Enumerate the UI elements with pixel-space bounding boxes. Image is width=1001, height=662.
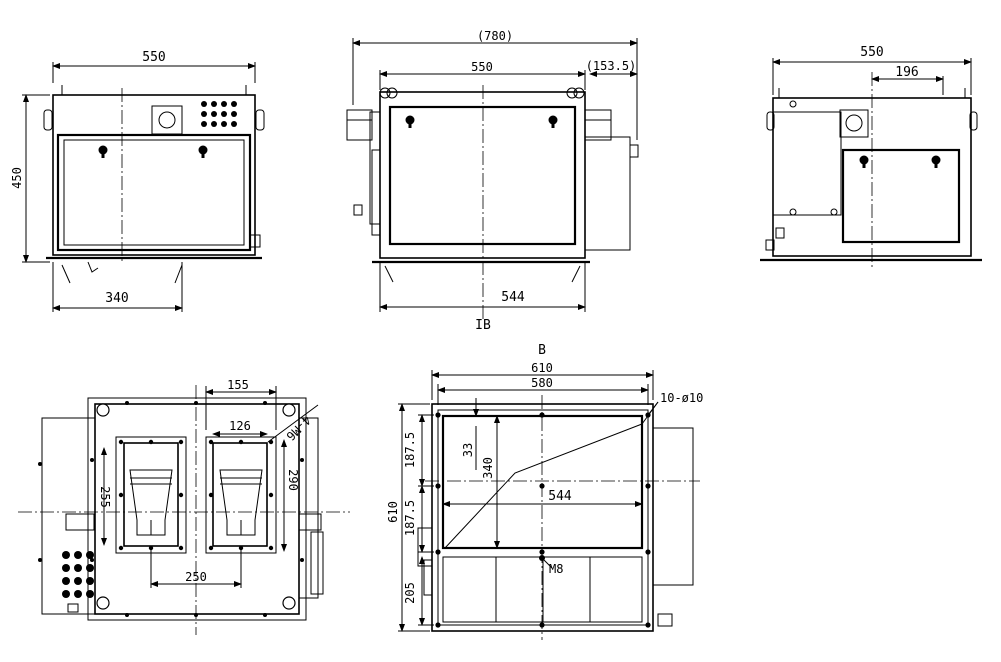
front-width-dim: 550 [142, 50, 165, 65]
bottom-view: 155 126 255 290 250 4-M6 [18, 378, 350, 635]
inner-340-dim: 340 [481, 457, 495, 479]
top-inner-width-dim: 580 [531, 376, 553, 390]
top-outer-width-dim: 610 [531, 361, 553, 375]
port-height-right-dim: 290 [286, 469, 300, 491]
side-right-ext-dim: (153.5) [586, 59, 637, 73]
side-inner-dim: 550 [471, 60, 493, 74]
front-bottom-dim: 340 [105, 291, 128, 306]
rear-offset-dim: 196 [895, 65, 918, 80]
lower-height-dim: 205 [403, 582, 417, 604]
top-mounting-holes [435, 412, 651, 628]
rear-view: 550 196 [760, 45, 982, 268]
port-spacing-dim: 250 [185, 570, 207, 584]
rear-width-dim: 550 [860, 45, 883, 60]
inner-544-dim: 544 [548, 489, 572, 504]
offset-33-dim: 33 [461, 443, 475, 457]
view-label-b: B [538, 343, 546, 358]
left-upper-dim: 187.5 [403, 432, 417, 468]
front-view: 550 450 340 [10, 50, 265, 312]
top-view-b: B 610 [386, 343, 703, 640]
hole-callout: 10-ø10 [660, 391, 703, 405]
side-bottom-dim: 544 [501, 290, 525, 305]
bolt-callout: M8 [549, 562, 563, 576]
side-view: (780) 550 (153.5) 544 IB [346, 29, 639, 333]
port-mounting-holes [118, 439, 274, 551]
left-lower-dim: 187.5 [403, 500, 417, 536]
side-overall-dim: (780) [477, 29, 513, 43]
bottom-connector-holes [62, 551, 94, 598]
front-height-dim: 450 [10, 167, 24, 189]
connector-holes [201, 101, 237, 127]
bottom-spacing-dim: 155 [227, 378, 249, 392]
port-height-left-dim: 255 [98, 486, 112, 508]
port-width-dim: 126 [229, 419, 251, 433]
top-height-dim: 610 [386, 501, 400, 523]
flange-holes [38, 401, 304, 617]
section-label-ib: IB [475, 318, 491, 333]
